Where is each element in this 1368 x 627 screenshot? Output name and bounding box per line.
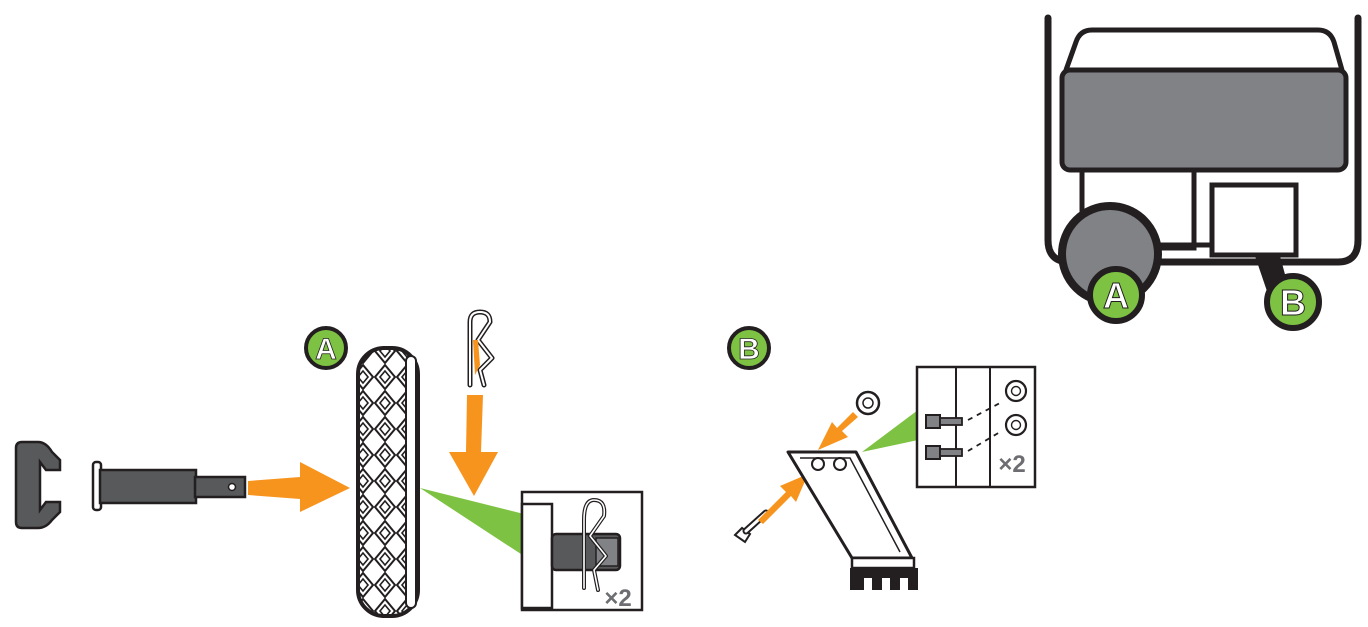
generator-frame bbox=[1044, 14, 1362, 266]
step-b: B bbox=[727, 326, 1037, 590]
hubcap-part bbox=[14, 440, 62, 530]
step-a: A bbox=[14, 309, 644, 618]
step-b-label: B bbox=[738, 333, 760, 366]
zoom-wedge-a bbox=[420, 488, 524, 556]
zoom-wedge-b bbox=[862, 410, 918, 452]
bolt-arrow bbox=[758, 474, 808, 524]
generator-panel bbox=[1209, 182, 1299, 258]
detail-box-b: ×2 bbox=[915, 365, 1037, 489]
axle-part bbox=[91, 460, 247, 512]
step-a-label: A bbox=[315, 333, 337, 366]
step-a-badge bbox=[304, 326, 348, 370]
generator-overview: A B bbox=[1044, 14, 1362, 331]
axle-insert-arrow bbox=[248, 462, 350, 512]
wheel-part bbox=[356, 346, 420, 618]
nut-arrow bbox=[818, 412, 858, 450]
detail-box-a: ×2 bbox=[520, 490, 644, 612]
bolt-part bbox=[733, 509, 770, 544]
hairpin-clip-part bbox=[467, 309, 495, 388]
step-a-quantity: ×2 bbox=[604, 585, 631, 612]
callout-b-letter: B bbox=[1280, 282, 1306, 323]
generator-tank bbox=[1063, 27, 1345, 73]
step-b-badge bbox=[727, 326, 771, 370]
callout-a-letter: A bbox=[1103, 275, 1129, 316]
callout-a-badge bbox=[1087, 266, 1145, 324]
foot-bracket-part bbox=[786, 450, 918, 590]
clip-insert-arrow bbox=[449, 395, 498, 496]
callout-b-badge bbox=[1264, 273, 1322, 331]
step-b-quantity: ×2 bbox=[998, 451, 1025, 478]
generator-body bbox=[1059, 67, 1349, 173]
nut-part bbox=[855, 390, 881, 416]
